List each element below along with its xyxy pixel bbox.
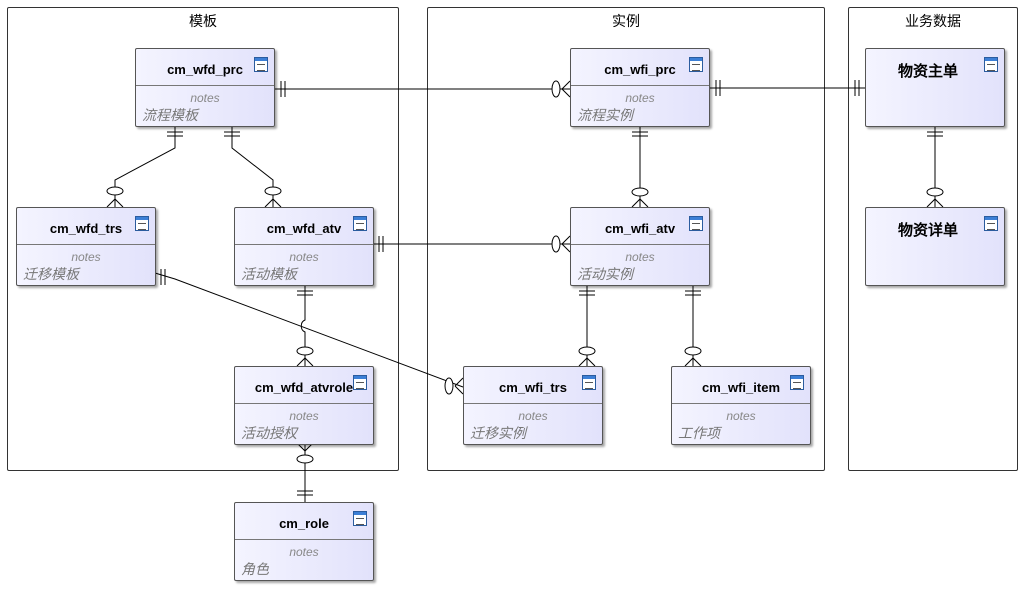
entity-description: 角色 [241,562,269,578]
table-icon [353,216,367,231]
rel-wfd-trs-wfi-trs [154,272,464,388]
entity-description: 迁移模板 [23,267,79,283]
divider [136,85,274,86]
entity-name: cm_wfi_atv [604,221,676,236]
package-instance-title: 实例 [612,14,640,30]
entity-cm-wfi-trs[interactable]: cm_wfi_trs notes 迁移实例 [463,366,603,445]
entity-name: cm_wfd_atvrole [254,380,354,395]
table-icon [984,57,998,72]
entity-description: 活动实例 [577,267,633,283]
entity-notes: notes [625,91,655,105]
entity-description: 工作项 [678,426,720,442]
entity-name: cm_role [279,516,329,531]
package-template-title: 模板 [189,14,217,30]
entity-notes: notes [289,545,319,559]
entity-notes: notes [190,91,220,105]
table-icon [790,375,804,390]
entity-material-master[interactable]: 物资主单 [865,48,1005,127]
divider [17,244,155,245]
entity-material-detail[interactable]: 物资详单 [865,207,1005,286]
table-icon [984,216,998,231]
entity-cm-wfd-atvrole[interactable]: cm_wfd_atvrole notes 活动授权 [234,366,374,445]
entity-description: 流程实例 [577,108,633,124]
entity-description: 活动授权 [241,426,297,442]
entity-cm-wfi-atv[interactable]: cm_wfi_atv notes 活动实例 [570,207,710,286]
entity-cm-wfd-atv[interactable]: cm_wfd_atv notes 活动模板 [234,207,374,286]
entity-notes: notes [289,250,319,264]
divider [672,403,810,404]
entity-description: 迁移实例 [470,426,526,442]
entity-cm-wfd-prc[interactable]: cm_wfd_prc notes 流程模板 [135,48,275,127]
entity-name: cm_wfd_atv [266,221,342,236]
table-icon [353,375,367,390]
table-icon [135,216,149,231]
entity-name: 物资主单 [897,62,958,80]
table-icon [582,375,596,390]
entity-cm-wfi-item[interactable]: cm_wfi_item notes 工作项 [671,366,811,445]
entity-name: cm_wfi_prc [604,62,676,77]
entity-notes: notes [289,409,319,423]
entity-name: cm_wfi_trs [499,380,567,395]
entity-name: cm_wfi_item [701,380,781,395]
entity-cm-wfi-prc[interactable]: cm_wfi_prc notes 流程实例 [570,48,710,127]
entity-notes: notes [71,250,101,264]
table-icon [689,216,703,231]
entity-notes: notes [518,409,548,423]
table-icon [353,511,367,526]
entity-cm-role[interactable]: cm_role notes 角色 [234,502,374,581]
entity-notes: notes [726,409,756,423]
entity-cm-wfd-trs[interactable]: cm_wfd_trs notes 迁移模板 [16,207,156,286]
divider [464,403,602,404]
rel-wfd-prc-wfd-trs [114,126,176,207]
divider [571,244,709,245]
table-icon [689,57,703,72]
divider [571,85,709,86]
entity-description: 流程模板 [142,108,198,124]
table-icon [254,57,268,72]
rel-wfd-prc-wfd-atv [231,126,274,207]
entity-description: 活动模板 [241,267,297,283]
entity-notes: notes [625,250,655,264]
divider [235,403,373,404]
divider [235,244,373,245]
entity-name: 物资详单 [897,221,958,239]
divider [235,539,373,540]
rel-wfd-atv-wfd-atvrole [300,285,306,366]
entity-name: cm_wfd_prc [167,62,243,77]
entity-name: cm_wfd_trs [49,221,123,236]
package-business-title: 业务数据 [905,14,961,30]
